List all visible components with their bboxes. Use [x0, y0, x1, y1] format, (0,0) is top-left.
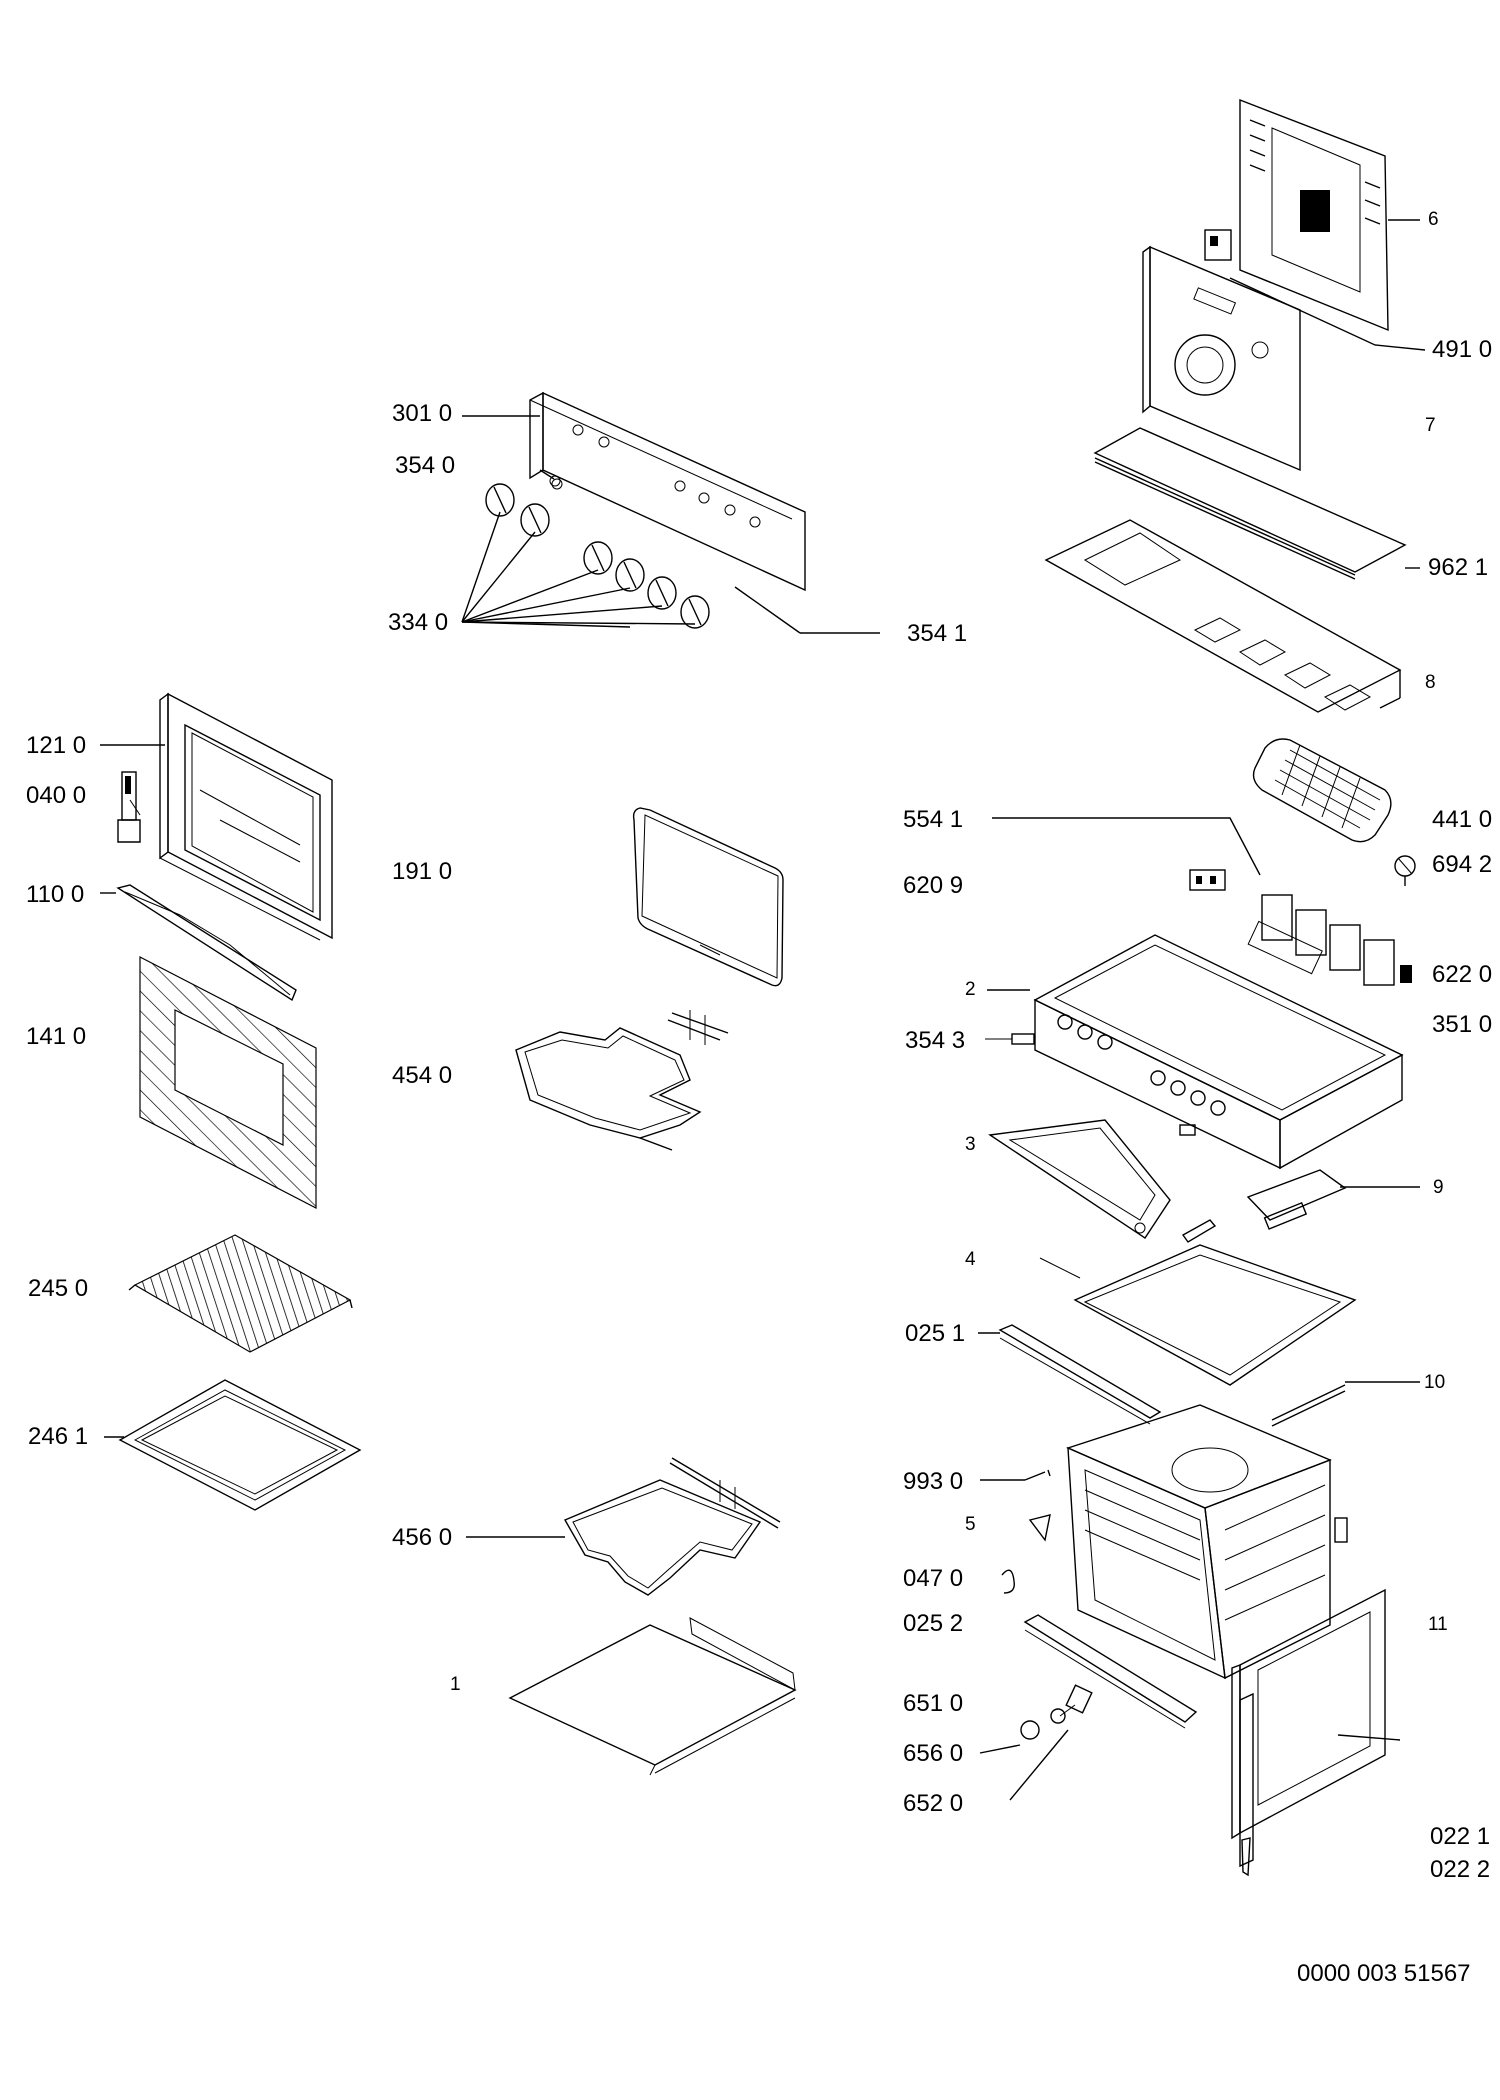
part-label-622-0: 622 0: [1432, 961, 1493, 988]
part-label-9: 9: [1433, 1177, 1444, 1198]
back-panel-part: [1142, 245, 1301, 472]
part-label-456-0: 456 0: [392, 1524, 453, 1551]
part-label-454-0: 454 0: [392, 1062, 453, 1089]
part-label-491-0: 491 0: [1432, 336, 1493, 363]
door-frame-part: [159, 692, 333, 941]
part-label-656-0: 656 0: [903, 1740, 964, 1767]
bracket-part: [988, 1119, 1196, 1239]
bottom-plate-part: [508, 1617, 797, 1776]
top-plate-part: [1044, 519, 1402, 713]
part-label-047-0: 047 0: [903, 1565, 964, 1592]
part-label-3: 3: [965, 1134, 976, 1155]
hinge-part: [117, 771, 141, 843]
document-code: 0000 003 51567: [1297, 1960, 1471, 1987]
top-panel-part: [1039, 1219, 1357, 1386]
part-label-2: 2: [965, 979, 976, 1000]
relay-part: [1204, 229, 1232, 261]
part-label-993-0: 993 0: [903, 1468, 964, 1495]
trim-strip-part: [116, 884, 297, 1002]
part-label-694-2: 694 2: [1432, 851, 1493, 878]
baking-tray-part: [118, 1379, 362, 1511]
part-label-354-3: 354 3: [905, 1027, 966, 1054]
part-label-246-1: 246 1: [28, 1423, 89, 1450]
part-label-5: 5: [965, 1514, 976, 1535]
door-switch-part: [1246, 1169, 1347, 1230]
part-label-651-0: 651 0: [903, 1690, 964, 1717]
bulb-part: [1394, 855, 1416, 886]
control-panel-part: [529, 391, 806, 592]
part-label-121-0: 121 0: [26, 732, 87, 759]
rating-plate-part: [1239, 98, 1389, 332]
part-label-962-1: 962 1: [1428, 554, 1489, 581]
grill-element-part: [515, 1010, 729, 1151]
gasket-strip-part: [1093, 427, 1407, 580]
rod-part: [1271, 1384, 1346, 1427]
part-label-022-2: 022 2: [1430, 1856, 1491, 1883]
part-label-652-0: 652 0: [903, 1790, 964, 1817]
oven-rack-part: [128, 1234, 353, 1353]
part-label-334-0: 334 0: [388, 609, 449, 636]
part-label-354-0: 354 0: [395, 452, 456, 479]
door-seal-part: [632, 807, 784, 987]
control-housing-part: [1033, 869, 1412, 1170]
blower-part: [1252, 738, 1392, 843]
part-label-354-1: 354 1: [907, 620, 968, 647]
part-label-025-1: 025 1: [905, 1320, 966, 1347]
part-label-620-9: 620 9: [903, 872, 964, 899]
lower-rail-part: [1023, 1614, 1198, 1729]
part-label-554-1: 554 1: [903, 806, 964, 833]
part-label-040-0: 040 0: [26, 782, 87, 809]
part-label-1: 1: [450, 1674, 461, 1695]
inner-door-panel-part: [139, 956, 317, 1209]
side-rail-part: [998, 1324, 1162, 1425]
part-label-025-2: 025 2: [903, 1610, 964, 1637]
door-side-trim-part: [1239, 1692, 1254, 1877]
part-label-351-0: 351 0: [1432, 1011, 1493, 1038]
part-label-8: 8: [1425, 672, 1436, 693]
bottom-element-part: [564, 1457, 781, 1596]
lamp-holder-part: [1001, 1514, 1051, 1594]
part-label-110-0: 110 0: [26, 881, 85, 908]
part-label-6: 6: [1428, 209, 1439, 230]
part-label-301-0: 301 0: [392, 400, 453, 427]
part-label-191-0: 191 0: [392, 858, 453, 885]
oven-door-part: [1231, 1588, 1401, 1840]
part-label-7: 7: [1425, 415, 1436, 436]
part-label-022-1: 022 1: [1430, 1823, 1491, 1850]
part-label-11: 11: [1428, 1614, 1448, 1635]
knob-set: [485, 475, 710, 629]
part-label-4: 4: [965, 1249, 976, 1270]
part-label-245-0: 245 0: [28, 1275, 89, 1302]
part-label-441-0: 441 0: [1432, 806, 1493, 833]
small-clip-part: [1024, 1469, 1051, 1481]
part-label-141-0: 141 0: [26, 1023, 87, 1050]
oven-cavity-part: [1066, 1404, 1348, 1680]
screw-part: [985, 1033, 1035, 1045]
part-label-10: 10: [1424, 1372, 1446, 1393]
lamp-parts: [1020, 1684, 1093, 1740]
